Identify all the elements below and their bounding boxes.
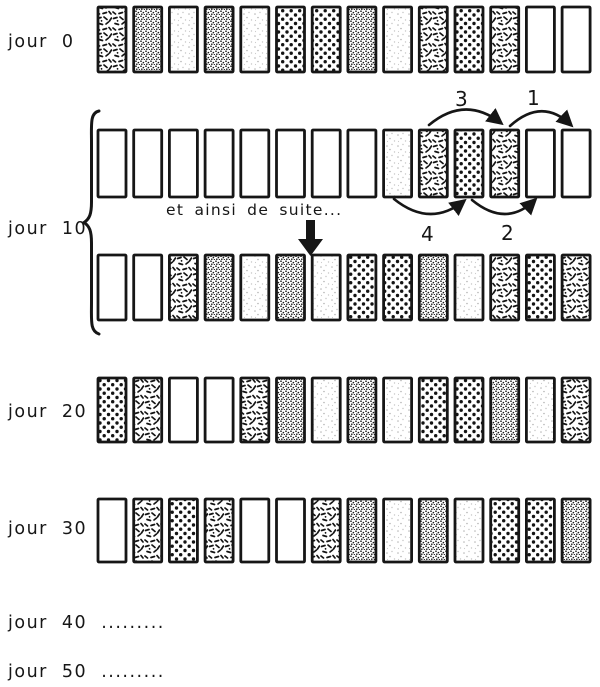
cell-jour20-3-blank: [167, 376, 199, 444]
cell-jour20-5-dashes: [239, 376, 271, 444]
cell-jour0-5-light: [239, 5, 271, 74]
cell-jour0-1-dashes: [96, 5, 128, 74]
cell-jour10a-12-dashes: [489, 128, 521, 199]
step-number-2: 2: [501, 221, 514, 245]
cell-jour0-11-dots: [453, 5, 485, 74]
cell-jour30-6-blank: [275, 497, 306, 564]
cell-jour30-7-dashes: [310, 497, 342, 564]
cell-jour20-9-light: [382, 376, 414, 444]
step-number-4: 4: [421, 222, 434, 246]
label-jour-50: jour 50 .........: [7, 662, 165, 682]
cell-jour20-4-blank: [203, 376, 235, 444]
cell-jour0-8-stipple: [346, 5, 378, 74]
row-jour-0: [96, 5, 592, 74]
cell-jour10b-4-stipple: [203, 253, 235, 322]
cell-jour0-10-dashes: [417, 5, 449, 74]
cell-jour0-4-stipple: [203, 5, 235, 74]
cell-jour10b-10-stipple: [417, 253, 449, 322]
cell-jour0-2-stipple: [132, 5, 164, 74]
cell-jour20-13-light: [525, 376, 556, 444]
cell-jour10a-6-blank: [275, 128, 306, 199]
cell-jour30-3-dots: [167, 497, 199, 564]
cell-jour10b-8-dots: [346, 253, 378, 322]
cell-jour30-14-stipple: [560, 497, 592, 564]
cell-jour20-2-dashes: [132, 376, 164, 444]
cell-jour10a-11-dots: [453, 128, 485, 199]
cell-jour0-7-dots: [310, 5, 342, 74]
cell-jour10b-13-dots: [525, 253, 556, 322]
cell-jour10b-2-blank: [132, 253, 164, 322]
cell-jour10a-3-blank: [167, 128, 199, 199]
cell-jour10a-10-dashes: [417, 128, 449, 199]
cell-jour0-14-blank: [560, 5, 592, 74]
cell-jour20-14-dashes: [560, 376, 592, 444]
curly-brace: [81, 109, 101, 336]
cell-jour30-2-dashes: [132, 497, 164, 564]
cell-jour0-3-light: [167, 5, 199, 74]
cell-jour10b-1-blank: [96, 253, 128, 322]
cell-jour10a-13-blank: [525, 128, 556, 199]
cell-jour10b-12-dashes: [489, 253, 521, 322]
label-jour-10: jour 10: [7, 219, 87, 239]
row-jour-30: [96, 497, 592, 564]
step-number-1: 1: [527, 86, 540, 110]
row-jour-10-before: [96, 128, 592, 199]
cell-jour20-7-light: [310, 376, 342, 444]
cell-jour20-1-dots: [96, 376, 128, 444]
cell-jour20-12-stipple: [489, 376, 521, 444]
annotation-et-ainsi-de-suite: et ainsi de suite...: [166, 201, 342, 219]
step-number-3: 3: [455, 87, 468, 111]
label-jour-20: jour 20: [7, 402, 87, 422]
cell-jour10a-8-blank: [346, 128, 378, 199]
arrow-arc-4: [392, 197, 467, 217]
cell-jour10b-11-light: [453, 253, 485, 322]
cell-jour10b-14-dashes: [560, 253, 592, 322]
cell-jour10a-4-blank: [203, 128, 235, 199]
cell-jour30-10-stipple: [417, 497, 449, 564]
cell-jour10a-5-blank: [239, 128, 271, 199]
cell-jour20-11-dots: [453, 376, 485, 444]
arrow-arc-3: [427, 108, 504, 127]
cell-jour30-1-blank: [96, 497, 128, 564]
cell-jour10a-14-blank: [560, 128, 592, 199]
cell-jour30-5-blank: [239, 497, 271, 564]
label-jour-40: jour 40 .........: [7, 613, 165, 633]
cell-jour20-6-stipple: [275, 376, 306, 444]
row-jour-20: [96, 376, 592, 444]
cell-jour30-11-light: [453, 497, 485, 564]
cell-jour20-10-dots: [417, 376, 449, 444]
cell-jour10a-1-blank: [96, 128, 128, 199]
cell-jour0-6-dots: [275, 5, 306, 74]
arrow-arc-1: [508, 109, 574, 128]
cell-jour10a-7-blank: [310, 128, 342, 199]
cell-jour10b-9-dots: [382, 253, 414, 322]
cell-jour30-12-dots: [489, 497, 521, 564]
cell-jour0-12-dashes: [489, 5, 521, 74]
cell-jour10b-7-light: [310, 253, 342, 322]
cell-jour0-9-light: [382, 5, 414, 74]
cell-jour30-9-light: [382, 497, 414, 564]
cell-jour30-4-dashes: [203, 497, 235, 564]
cell-jour10a-9-light: [382, 128, 414, 199]
bold-down-arrow-icon: [298, 220, 323, 256]
label-jour-30: jour 30: [7, 519, 87, 539]
cell-jour30-8-stipple: [346, 497, 378, 564]
cell-jour10b-5-light: [239, 253, 271, 322]
cell-jour30-13-dots: [525, 497, 556, 564]
cell-jour10b-6-stipple: [275, 253, 306, 322]
cell-jour10b-3-dashes: [167, 253, 199, 322]
cell-jour10a-2-blank: [132, 128, 164, 199]
arrow-arc-2: [470, 197, 538, 216]
cell-jour20-8-stipple: [346, 376, 378, 444]
cell-jour0-13-blank: [525, 5, 556, 74]
row-jour-10-after: [96, 253, 592, 322]
label-jour-0: jour 0: [7, 32, 75, 52]
